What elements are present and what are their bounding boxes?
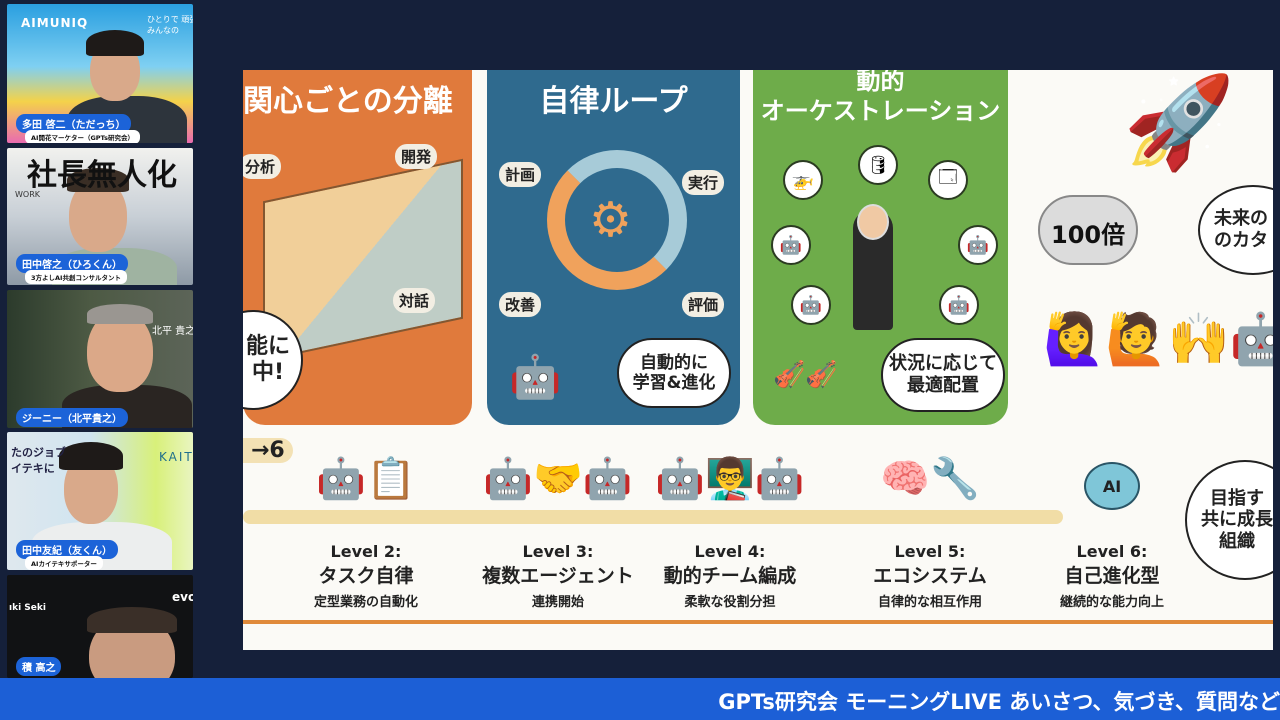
drone-icon: 🚁 (783, 160, 823, 200)
level-label: Level 2: (330, 542, 402, 561)
participant-name: 多田 啓二（ただっち） (16, 114, 132, 133)
orchestra-icon: 🎻🎻 (773, 360, 838, 390)
panel-separation-of-concerns: 関心ごとの分離 分析 開発 対話 能に 中! (243, 70, 472, 425)
level-item: AI Level 6: 自己進化型継続的な能力向上 (1017, 450, 1207, 610)
level-item: 🤖🤝🤖 Level 3: 複数エージェント連携開始 (463, 450, 653, 610)
robot-icon: 🤖 (791, 285, 831, 325)
participant-hair (87, 607, 177, 633)
level-title: 複数エージェント (482, 565, 634, 587)
tag: 評価 (682, 292, 725, 317)
speech-bubble: 目指す 共に成長 組織 (1185, 460, 1273, 580)
level-path-arrow (243, 510, 1063, 524)
participant-name: 田中啓之（ひろくん） (16, 254, 128, 273)
level-label: Level 4: (694, 542, 766, 561)
ticker-banner: GPTs研究会 モーニングLIVE あいさつ、気づき、質問など (0, 678, 1280, 720)
level-title: エコシステム (873, 565, 987, 587)
background-logo-text: evol (172, 590, 193, 604)
robot-icon: 🤖 (509, 352, 562, 401)
arrow-label: →6 (243, 438, 293, 463)
participant-hair (87, 304, 153, 324)
tag: 実行 (682, 170, 725, 195)
background-text: 北平 貴之 (152, 326, 193, 337)
participant-role: 3方よしAI共創コンサルタント (25, 270, 127, 284)
ecosystem-network-icon: 🧠🔧 (880, 456, 980, 502)
speech-bubble: 状況に応じて 最適配置 (881, 338, 1005, 412)
background-text: 社長無人化 (27, 158, 177, 193)
participant-role: AI開花マーケター（GPTs研究会） (25, 130, 140, 143)
background-text: WORK (15, 190, 41, 199)
conductor-face (857, 204, 889, 240)
participant-hair (86, 30, 144, 56)
tag: 対話 (393, 288, 436, 313)
participant-name: 田中友紀（友くん） (16, 540, 118, 559)
participant-name: ジーニー（北平貴之） (16, 408, 128, 427)
background-text: ıki Seki (9, 603, 46, 613)
panel-title: 関心ごとの分離 (243, 84, 453, 119)
level-desc: 継続的な能力向上 (1059, 595, 1164, 610)
robot-icon: 🤖 (771, 225, 811, 265)
participant-hair (67, 168, 129, 192)
cloud-icon (1038, 195, 1138, 265)
background-text: たのジョブ イテキに (11, 446, 66, 475)
level-item: 🤖👨‍🏫🤖 Level 4: 動的チーム編成柔軟な役割分担 (635, 450, 825, 610)
celebrating-team-icon: 🙋‍♀️🙋🙌🤖 (1043, 310, 1273, 368)
robot-icon: 🤖 (939, 285, 979, 325)
level-desc: 定型業務の自動化 (313, 595, 418, 610)
level-label: Level 6: (1076, 542, 1148, 561)
participant-name: 積 高之 (16, 657, 62, 676)
level-title: 動的チーム編成 (663, 565, 797, 587)
speech-bubble: 自動的に 学習&進化 (617, 338, 731, 408)
panel-dynamic-orchestration: 動的 オーケストレーション 🚁 🛢 🗔 🤖 🤖 🤖 🤖 🎻🎻 状況に応じて 最適… (753, 70, 1008, 425)
participant-tile[interactable]: ıki Seki evol 積 高之 (7, 575, 193, 678)
timeline-line (243, 620, 1273, 624)
background-logo-text: KAITE (159, 450, 193, 464)
tag: 改善 (499, 292, 542, 317)
level-item: 🧠🔧 Level 5: エコシステム自律的な相互作用 (835, 450, 1025, 610)
background-logo-text: AIMUNIQ (21, 16, 89, 30)
robot-icon: 🤖 (958, 225, 998, 265)
database-icon: 🛢 (858, 145, 898, 185)
panel-title: 自律ループ (539, 84, 688, 119)
tag: 開発 (395, 144, 438, 169)
participant-tile[interactable]: 社長無人化 WORK 田中啓之（ひろくん） 3方よしAI共創コンサルタント (7, 148, 193, 285)
level-title: タスク自律 (318, 565, 414, 587)
tag: 分析 (243, 154, 282, 179)
robots-handshake-icon: 🤖🤝🤖 (483, 456, 633, 502)
level-desc: 自律的な相互作用 (877, 595, 982, 610)
level-label: Level 5: (894, 542, 966, 561)
tag: 計画 (499, 162, 542, 187)
gear-icon: ⚙ (589, 192, 633, 248)
background-text: ひとりで 頑張 みんなの (147, 15, 193, 35)
ai-brain-label: AI (1102, 476, 1122, 496)
level-item: 🤖📋 Level 2: タスク自律定型業務の自動化 (271, 450, 461, 610)
participant-tile[interactable]: たのジョブ イテキに KAITE 田中友紀（友くん） AIカイテキサポーター (7, 432, 193, 570)
participant-tile[interactable]: AIMUNIQ ひとりで 頑張 みんなの 多田 啓二（ただっち） AI開花マーケ… (7, 4, 193, 143)
level-desc: 柔軟な役割分担 (684, 595, 776, 610)
ticker-text: GPTs研究会 モーニングLIVE あいさつ、気づき、質問など (718, 690, 1280, 714)
robot-checklist-icon: 🤖📋 (316, 456, 416, 502)
speech-bubble: 未来の のカタ (1198, 185, 1273, 275)
participant-hair (59, 442, 123, 470)
level-desc: 連携開始 (531, 595, 584, 610)
level-title: 自己進化型 (1064, 565, 1160, 587)
shared-screen-slide: 関心ごとの分離 分析 開発 対話 能に 中! 自律ループ ⚙ 計画 実行 評価 … (243, 70, 1273, 650)
rocket-icon: 🚀 (1123, 70, 1236, 175)
conductor-robots-icon: 🤖👨‍🏫🤖 (655, 456, 805, 502)
panel-autonomous-loop: 自律ループ ⚙ 計画 実行 評価 改善 🤖 自動的に 学習&進化 (487, 70, 740, 425)
participant-role: AIカイテキサポーター (25, 556, 103, 570)
growth-cloud-label: 100倍 (1051, 221, 1126, 249)
level-label: Level 3: (522, 542, 594, 561)
ai-brain-icon: AI (1084, 462, 1140, 510)
dashboard-icon: 🗔 (928, 160, 968, 200)
participant-tile[interactable]: 北平 貴之 ジーニー（北平貴之） (7, 290, 193, 428)
panel-title: 動的 オーケストレーション (760, 70, 1001, 125)
